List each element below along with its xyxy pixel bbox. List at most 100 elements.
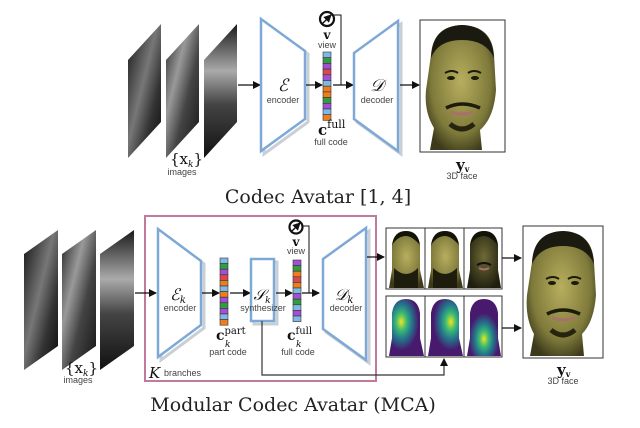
- encoder-label: encoder: [164, 303, 197, 313]
- code-cell: [322, 80, 332, 87]
- part-code-label: part code: [209, 347, 247, 357]
- encoder-symbol: ℰ: [278, 76, 290, 96]
- code-cell: [219, 296, 229, 304]
- synth-to-blend-weights-line: [261, 321, 448, 376]
- code-cell: [219, 313, 229, 320]
- code-cell: [219, 274, 229, 281]
- input-image-3: [204, 24, 237, 158]
- encoder-k-symbol: ℰk: [170, 285, 186, 306]
- code-cell: [322, 74, 332, 81]
- code-cell: [219, 291, 229, 298]
- code-cell: [292, 304, 302, 311]
- blend-weight-strip: [385, 295, 503, 358]
- view-direction-icon: [318, 10, 336, 28]
- output-symbol: yv: [455, 156, 470, 174]
- code-cell: [219, 280, 229, 287]
- output-face-image: [522, 225, 604, 359]
- code-cell: [292, 310, 302, 317]
- code-cell: [219, 257, 229, 264]
- full-code-label: full code: [281, 347, 315, 357]
- decoder-k-symbol: 𝒟k: [335, 285, 354, 306]
- view-label: view: [287, 246, 306, 256]
- input-image-1: [24, 230, 58, 370]
- images-symbol: {xk}: [170, 150, 203, 170]
- decoder-module: 𝒟 decoder: [352, 18, 403, 157]
- input-images-stack: [128, 24, 237, 158]
- images-symbol: {xk}: [65, 359, 98, 379]
- input-image-2: [62, 230, 96, 370]
- images-label: images: [63, 375, 93, 385]
- code-cell: [292, 282, 302, 289]
- code-cell: [219, 308, 229, 315]
- input-image-3: [100, 230, 134, 370]
- input-image-2: [166, 24, 199, 158]
- code-cell: [322, 103, 332, 110]
- code-cell: [322, 57, 332, 64]
- code-cell: [292, 270, 302, 278]
- full-code-symbol: cfull: [318, 118, 346, 139]
- part-code-sub: k: [225, 340, 230, 350]
- code-cell: [292, 276, 302, 283]
- view-label: view: [318, 40, 337, 50]
- code-cell: [322, 108, 332, 115]
- code-cell: [219, 302, 229, 309]
- codec-avatar-diagram: {xk} images ℰ encoder v view cfull full …: [128, 10, 506, 208]
- view-input: v view: [318, 10, 342, 85]
- full-code-symbol: cfull: [287, 326, 312, 344]
- full-code-label: full code: [314, 137, 348, 147]
- view-symbol: v: [292, 235, 301, 249]
- encoder-k-module: ℰk encoder: [156, 226, 206, 363]
- view-input: v view: [287, 219, 310, 293]
- branches-label: branches: [164, 368, 202, 378]
- code-cell: [322, 68, 332, 76]
- images-label: images: [167, 167, 197, 177]
- encoder-label: encoder: [267, 95, 300, 105]
- code-cell: [322, 85, 332, 93]
- full-code-sub: k: [296, 340, 301, 350]
- synthesizer-label: synthesizer: [240, 303, 286, 313]
- codec-avatar-title: Codec Avatar [1, 4]: [225, 186, 411, 208]
- view-direction-icon: [288, 219, 304, 235]
- output-face-image: [419, 19, 506, 153]
- full-code-vector: [292, 259, 302, 322]
- code-cell: [292, 315, 302, 322]
- decoder-label: decoder: [330, 303, 363, 313]
- part-code-symbol: cpart: [216, 326, 246, 344]
- part-face-strip: [385, 227, 503, 290]
- blend-weight-2: [428, 299, 463, 356]
- code-cell: [322, 91, 332, 98]
- mca-title: Modular Codec Avatar (MCA): [150, 394, 436, 416]
- input-images-stack: [24, 230, 134, 370]
- code-cell: [322, 97, 332, 104]
- code-cell: [322, 63, 332, 70]
- code-cell: [292, 293, 302, 300]
- code-cell: [292, 259, 302, 266]
- part-face-3: [467, 231, 501, 288]
- input-image-1: [128, 24, 161, 158]
- code-cell: [219, 268, 229, 276]
- decoder-label: decoder: [361, 95, 394, 105]
- code-cell: [292, 287, 302, 294]
- view-symbol: v: [323, 28, 332, 42]
- k-branches-box: [144, 215, 377, 382]
- part-code-vector: [219, 257, 229, 326]
- output-symbol: yv: [556, 361, 571, 379]
- blend-weight-1: [389, 299, 424, 356]
- code-cell: [322, 114, 332, 121]
- code-cell: [219, 285, 229, 292]
- blend-weight-3: [467, 299, 501, 356]
- encoder-module: ℰ encoder: [259, 16, 310, 157]
- output-label: 3D face: [547, 376, 578, 386]
- code-cell: [292, 265, 302, 272]
- full-code-vector: [322, 51, 332, 121]
- code-cell: [219, 263, 229, 270]
- part-face-2: [428, 231, 463, 288]
- k-symbol: K: [148, 364, 161, 382]
- code-cell: [292, 298, 302, 306]
- code-cell: [322, 51, 332, 58]
- part-face-1: [389, 231, 424, 288]
- decoder-k-module: 𝒟k decoder: [321, 225, 371, 366]
- code-cell: [219, 319, 229, 326]
- synthesizer-k-module: 𝒮k synthesizer: [240, 257, 286, 326]
